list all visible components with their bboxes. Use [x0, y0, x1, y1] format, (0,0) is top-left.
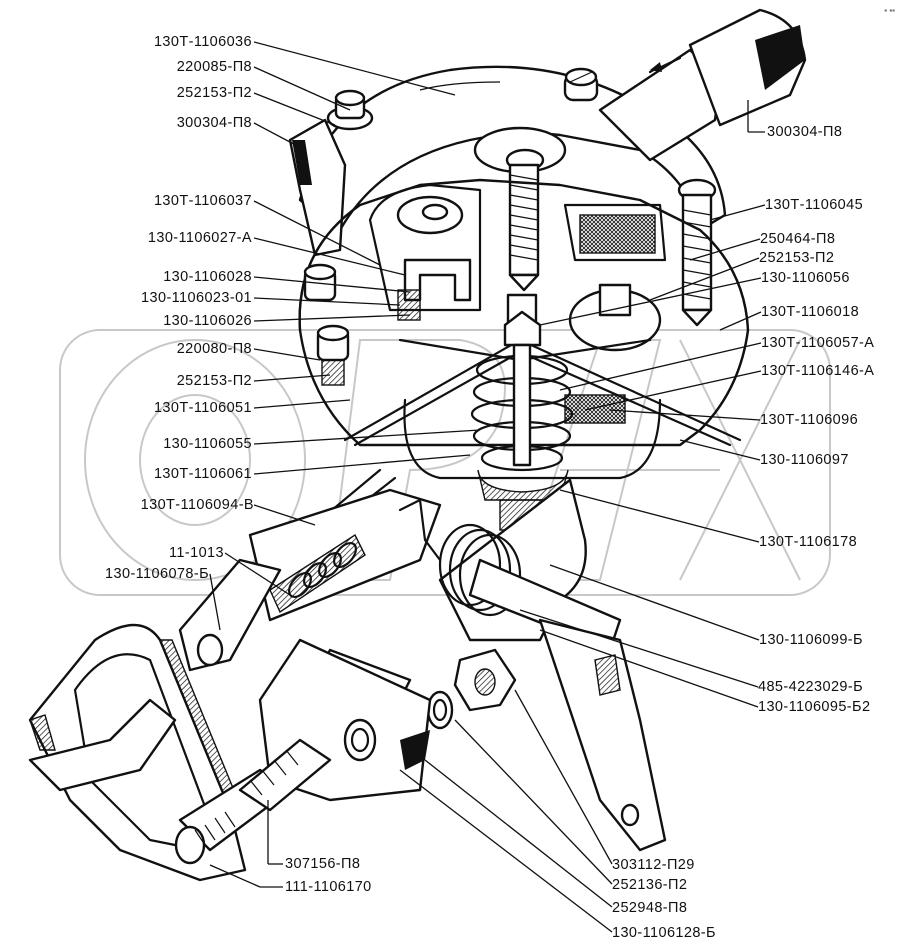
leader-line [253, 399, 351, 409]
screw-left-lower [316, 324, 350, 386]
leader-line [253, 454, 471, 475]
leader-line [559, 489, 760, 543]
leader-line [539, 277, 762, 326]
leader-line [253, 314, 411, 322]
leader-line [519, 609, 759, 688]
part-label: 300304-П8 [767, 124, 843, 140]
corner-mark: ▪ ▪▪ [884, 6, 895, 15]
screw-right [677, 178, 717, 327]
lever-arm [538, 618, 667, 852]
part-label: 130-1106026 [163, 313, 252, 329]
leader-line [514, 689, 613, 865]
inlet-fitting [598, 8, 807, 162]
watermark-letter-o [84, 339, 306, 581]
leader-line [609, 409, 761, 421]
leader-line [679, 439, 761, 461]
part-label: 130Т-1106061 [153, 466, 252, 482]
leader-line [253, 374, 331, 382]
watermark-letter-o-inner [139, 394, 251, 526]
part-label: 220080-П8 [176, 341, 252, 357]
part-label: 130-1106128-Б [612, 925, 716, 941]
part-label: 130Т-1106051 [153, 400, 252, 416]
part-label: 130Т-1106057-А [761, 335, 875, 351]
leader-line [253, 122, 306, 151]
leader-line [253, 200, 381, 266]
part-label: 130-1106028 [163, 269, 252, 285]
leader-line [253, 504, 316, 526]
watermark-letter-r [328, 339, 506, 581]
leader-line [253, 276, 411, 293]
part-label: 220085-П8 [176, 59, 252, 75]
part-label: 130-1106027-А [147, 230, 252, 246]
leader-line [253, 348, 321, 361]
diaphragm-spring [403, 293, 662, 531]
leader-line [709, 204, 766, 221]
leader-line [424, 759, 613, 908]
leader-line [584, 370, 762, 411]
part-label: 130-1106055 [163, 436, 252, 452]
leader-line [649, 257, 760, 301]
part-label: 307156-П8 [285, 856, 361, 872]
leader-lines [209, 41, 766, 933]
part-label: 130-1106099-Б [759, 632, 863, 648]
leader-line [399, 769, 613, 933]
leader-line [209, 864, 261, 888]
leader-line [209, 573, 221, 631]
part-label: 130-1106023-01 [141, 290, 252, 306]
part-label: 130Т-1106036 [153, 34, 252, 50]
leader-line [253, 429, 481, 445]
part-label: 130Т-1106146-А [761, 363, 875, 379]
part-label: 252153-П2 [176, 85, 252, 101]
watermark-frame [59, 329, 831, 596]
nut-washer [426, 648, 517, 730]
part-label: 130-1106097 [760, 452, 849, 468]
leader-line [224, 552, 291, 596]
part-label: 130Т-1106096 [760, 412, 859, 428]
leader-line [719, 311, 762, 331]
part-label: 130-1106078-Б [105, 566, 209, 582]
screw-top-left [326, 89, 374, 131]
leader-line [559, 342, 762, 391]
part-label: 130Т-1106045 [765, 197, 864, 213]
leader-line [454, 719, 613, 885]
leader-line [549, 564, 760, 641]
leader-line [253, 237, 406, 276]
part-label: 252153-П2 [176, 373, 252, 389]
adjusting-bolt [174, 738, 332, 865]
part-label: 111-1106170 [285, 879, 372, 895]
return-spring [398, 498, 622, 652]
part-label: 130Т-1106018 [761, 304, 860, 320]
part-label: 252948-П8 [612, 900, 688, 916]
screw-top [563, 67, 599, 102]
part-label: 11-1013 [169, 545, 224, 561]
part-label: 252136-П2 [612, 877, 688, 893]
leader-line [689, 238, 761, 261]
leader-line [253, 297, 401, 306]
part-label: 485-4223029-Б [758, 679, 864, 695]
part-label: 130-1106095-Б2 [758, 699, 871, 715]
watermark-letter-kh [679, 339, 801, 581]
part-label: 300304-П8 [176, 115, 252, 131]
leader-line [253, 66, 351, 111]
part-label: 250464-П8 [760, 231, 836, 247]
part-label: 252153-П2 [759, 250, 835, 266]
part-label: 130Т-1106037 [153, 193, 252, 209]
part-label: 130-1106056 [761, 270, 850, 286]
part-label: 130Т-1106178 [759, 534, 858, 550]
leader-line [253, 92, 336, 126]
leader-line [253, 41, 456, 96]
part-label: 130Т-1106094-В [140, 497, 254, 513]
part-label: 303112-П29 [612, 857, 695, 873]
leader-line [539, 629, 759, 708]
